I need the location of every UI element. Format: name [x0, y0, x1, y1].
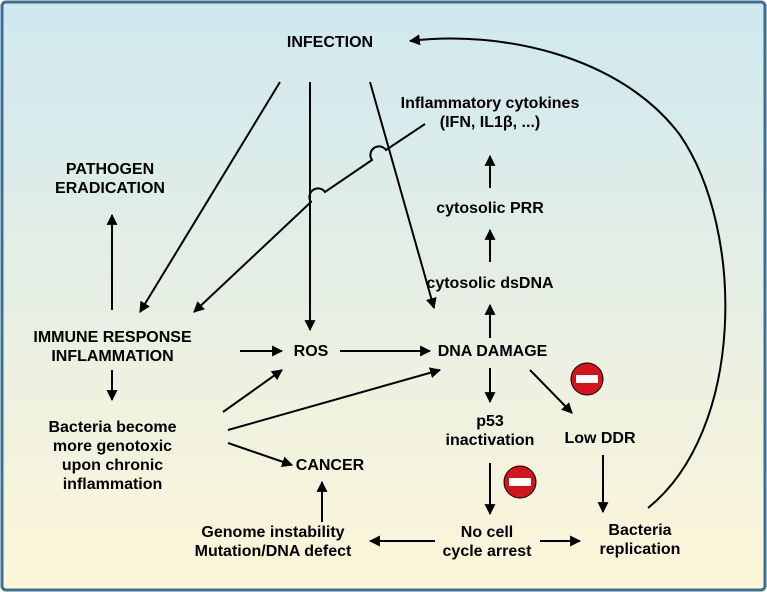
node-no-cell-cycle-arrest: No cell cycle arrest	[432, 523, 542, 561]
inhibit-icon-dna-damage	[570, 362, 604, 396]
node-p53-line1: p53	[476, 413, 504, 430]
node-replication-line2: replication	[599, 541, 681, 558]
arrow-infection-to-immune	[139, 81, 281, 313]
node-genome-line1: Genome instability	[201, 524, 345, 541]
node-cancer: CANCER	[290, 456, 370, 475]
node-cytosolic-dsdna: cytosolic dsDNA	[420, 274, 560, 293]
node-bacteria-line2: more genotoxic	[52, 438, 173, 455]
arrow-cytokines-to-immune	[193, 123, 426, 313]
node-pathogen-line2: ERADICATION	[55, 180, 165, 197]
node-cytokines-line2: (IFN, IL1β, ...)	[439, 114, 541, 131]
node-genome-instability: Genome instability Mutation/DNA defect	[178, 523, 368, 561]
inhibit-icon-cell-cycle	[503, 465, 537, 499]
node-immune-line1: IMMUNE RESPONSE	[33, 329, 192, 346]
arrow-bacteria-to-ros	[222, 369, 283, 413]
node-bacteria-genotoxic: Bacteria become more genotoxic upon chro…	[40, 418, 185, 494]
node-p53-line2: inactivation	[445, 432, 535, 449]
node-bacteria-line1: Bacteria become	[48, 419, 177, 436]
node-p53-inactivation: p53 inactivation	[430, 412, 550, 450]
node-immune-response: IMMUNE RESPONSE INFLAMMATION	[15, 328, 210, 366]
arrow-replication-to-infection	[408, 34, 727, 509]
node-ros-label: ROS	[293, 343, 329, 360]
node-bacteria-line4: inflammation	[62, 476, 163, 493]
arrow-infection-to-dna-damage	[369, 81, 437, 310]
node-inflammatory-cytokines: Inflammatory cytokines (IFN, IL1β, ...)	[390, 94, 590, 132]
node-infection: INFECTION	[275, 33, 385, 52]
node-infection-label: INFECTION	[286, 34, 374, 51]
node-bacteria-line3: upon chronic	[61, 457, 164, 474]
node-pathogen-eradication: PATHOGEN ERADICATION	[45, 160, 175, 198]
arrow-bacteria-to-cancer	[227, 442, 294, 467]
arrow-dna-damage-to-low-ddr	[529, 369, 573, 414]
node-nocell-line2: cycle arrest	[442, 543, 532, 560]
node-cytosolic-prr: cytosolic PRR	[425, 199, 555, 218]
arrow-bacteria-to-dna-damage	[227, 367, 442, 431]
node-pathogen-line1: PATHOGEN	[65, 161, 155, 178]
node-bacteria-replication: Bacteria replication	[585, 521, 695, 559]
node-cytosolic-dsdna-label: cytosolic dsDNA	[426, 275, 554, 292]
node-nocell-line1: No cell	[460, 524, 514, 541]
node-cytosolic-prr-label: cytosolic PRR	[436, 200, 544, 217]
node-dna-damage: DNA DAMAGE	[430, 342, 555, 361]
node-dna-damage-label: DNA DAMAGE	[437, 343, 548, 360]
node-low-ddr: Low DDR	[550, 429, 650, 448]
node-ros: ROS	[285, 342, 337, 361]
node-replication-line1: Bacteria	[608, 522, 672, 539]
node-cancer-label: CANCER	[295, 457, 365, 474]
node-low-ddr-label: Low DDR	[564, 430, 636, 447]
node-immune-line2: INFLAMMATION	[51, 348, 174, 365]
node-cytokines-line1: Inflammatory cytokines	[400, 95, 580, 112]
node-genome-line2: Mutation/DNA defect	[194, 543, 352, 560]
